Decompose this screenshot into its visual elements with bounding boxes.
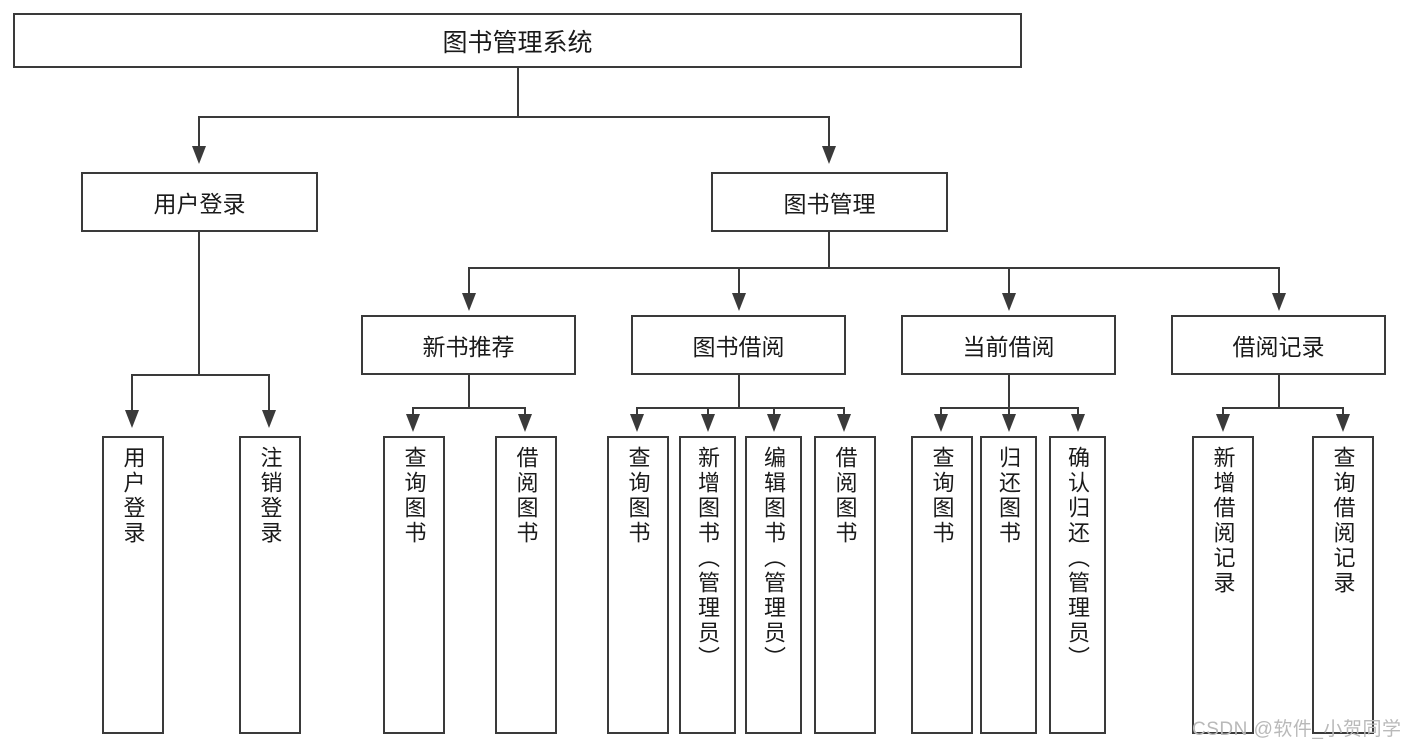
- node-user-login[interactable]: 用户登录: [81, 172, 318, 232]
- leaf-br-add-record[interactable]: 新增借阅记录: [1192, 436, 1254, 734]
- connector-nbr-bar: [412, 407, 526, 409]
- connector-root-drop-left: [198, 116, 200, 148]
- leaf-logout-label: 注销登录: [257, 446, 283, 546]
- node-book-borrow-label: 图书借阅: [692, 334, 785, 360]
- connector-user-login-drop-1: [131, 374, 133, 412]
- arrow-br-leaf-1: [1216, 414, 1230, 432]
- node-user-login-label: 用户登录: [153, 191, 246, 217]
- arrow-to-leaf-user-login: [125, 410, 139, 428]
- node-current-borrow-label: 当前借阅: [962, 334, 1055, 360]
- leaf-bb-edit-book-label: 编辑图书（管理员）: [761, 446, 787, 671]
- leaf-bb-borrow-book[interactable]: 借阅图书: [814, 436, 876, 734]
- arrow-br-leaf-2: [1336, 414, 1350, 432]
- leaf-bb-query-book-label: 查询图书: [625, 446, 651, 546]
- leaf-cb-query-book[interactable]: 查询图书: [911, 436, 973, 734]
- connector-bm-drop-2: [738, 267, 740, 295]
- node-borrow-record[interactable]: 借阅记录: [1171, 315, 1386, 375]
- connector-cb-drop-3: [1077, 407, 1079, 419]
- connector-bb-stem: [738, 375, 740, 409]
- connector-bb-bar: [636, 407, 844, 409]
- leaf-cb-return-book-label: 归还图书: [996, 446, 1022, 546]
- leaf-nbr-borrow-book[interactable]: 借阅图书: [495, 436, 557, 734]
- connector-nbr-stem: [468, 375, 470, 409]
- connector-bb-drop-3: [773, 407, 775, 419]
- arrow-cb-leaf-1: [934, 414, 948, 432]
- leaf-nbr-borrow-book-label: 借阅图书: [513, 446, 539, 546]
- connector-cb-drop-2: [1008, 407, 1010, 419]
- connector-br-drop-1: [1222, 407, 1224, 419]
- leaf-bb-add-book-label: 新增图书（管理员）: [695, 446, 721, 671]
- node-book-borrow[interactable]: 图书借阅: [631, 315, 846, 375]
- connector-root-drop-right: [828, 116, 830, 148]
- arrow-nbr-leaf-1: [406, 414, 420, 432]
- leaf-logout[interactable]: 注销登录: [239, 436, 301, 734]
- node-book-manage[interactable]: 图书管理: [711, 172, 948, 232]
- connector-bm-drop-1: [468, 267, 470, 295]
- leaf-bb-add-book[interactable]: 新增图书（管理员）: [679, 436, 736, 734]
- node-new-book-recommend-label: 新书推荐: [422, 334, 515, 360]
- connector-bm-drop-3: [1008, 267, 1010, 295]
- leaf-user-login[interactable]: 用户登录: [102, 436, 164, 734]
- connector-book-manage-bar: [468, 267, 1280, 269]
- connector-nbr-drop-2: [524, 407, 526, 419]
- node-current-borrow[interactable]: 当前借阅: [901, 315, 1116, 375]
- connector-bb-drop-1: [636, 407, 638, 419]
- leaf-br-query-record[interactable]: 查询借阅记录: [1312, 436, 1374, 734]
- node-book-manage-label: 图书管理: [783, 191, 876, 217]
- leaf-br-query-record-label: 查询借阅记录: [1330, 446, 1356, 596]
- connector-cb-drop-1: [940, 407, 942, 419]
- node-root-label: 图书管理系统: [442, 28, 593, 57]
- arrow-to-book-manage: [822, 146, 836, 164]
- arrow-bb-leaf-3: [767, 414, 781, 432]
- watermark-text: CSDN @软件_小贺同学: [1192, 719, 1402, 740]
- leaf-bb-borrow-book-label: 借阅图书: [832, 446, 858, 546]
- arrow-bb-leaf-1: [630, 414, 644, 432]
- arrow-nbr-leaf-2: [518, 414, 532, 432]
- connector-bm-drop-4: [1278, 267, 1280, 295]
- arrow-to-current-borrow: [1002, 293, 1016, 311]
- connector-book-manage-stem: [828, 232, 830, 269]
- connector-user-login-stem: [198, 232, 200, 376]
- arrow-cb-leaf-2: [1002, 414, 1016, 432]
- connector-br-stem: [1278, 375, 1280, 409]
- node-borrow-record-label: 借阅记录: [1232, 334, 1325, 360]
- connector-bb-drop-4: [843, 407, 845, 419]
- leaf-cb-return-book[interactable]: 归还图书: [980, 436, 1037, 734]
- connector-nbr-drop-1: [412, 407, 414, 419]
- leaf-nbr-query-book-label: 查询图书: [401, 446, 427, 546]
- leaf-bb-edit-book[interactable]: 编辑图书（管理员）: [745, 436, 802, 734]
- arrow-bb-leaf-4: [837, 414, 851, 432]
- arrow-to-book-borrow: [732, 293, 746, 311]
- connector-user-login-bar: [131, 374, 268, 376]
- leaf-nbr-query-book[interactable]: 查询图书: [383, 436, 445, 734]
- arrow-to-user-login: [192, 146, 206, 164]
- connector-root-stem: [517, 68, 519, 116]
- arrow-to-leaf-logout: [262, 410, 276, 428]
- leaf-user-login-label: 用户登录: [120, 446, 146, 546]
- leaf-br-add-record-label: 新增借阅记录: [1210, 446, 1236, 596]
- arrow-bb-leaf-2: [701, 414, 715, 432]
- leaf-bb-query-book[interactable]: 查询图书: [607, 436, 669, 734]
- node-root-system[interactable]: 图书管理系统: [13, 13, 1022, 68]
- leaf-cb-confirm-return[interactable]: 确认归还（管理员）: [1049, 436, 1106, 734]
- arrow-to-new-book-recommend: [462, 293, 476, 311]
- connector-br-bar: [1222, 407, 1342, 409]
- connector-cb-stem: [1008, 375, 1010, 409]
- connector-bb-drop-2: [707, 407, 709, 419]
- leaf-cb-confirm-return-label: 确认归还（管理员）: [1065, 446, 1091, 671]
- connector-user-login-drop-2: [268, 374, 270, 412]
- connector-br-drop-2: [1342, 407, 1344, 419]
- arrow-to-borrow-record: [1272, 293, 1286, 311]
- arrow-cb-leaf-3: [1071, 414, 1085, 432]
- node-new-book-recommend[interactable]: 新书推荐: [361, 315, 576, 375]
- connector-root-bar: [198, 116, 830, 118]
- leaf-cb-query-book-label: 查询图书: [929, 446, 955, 546]
